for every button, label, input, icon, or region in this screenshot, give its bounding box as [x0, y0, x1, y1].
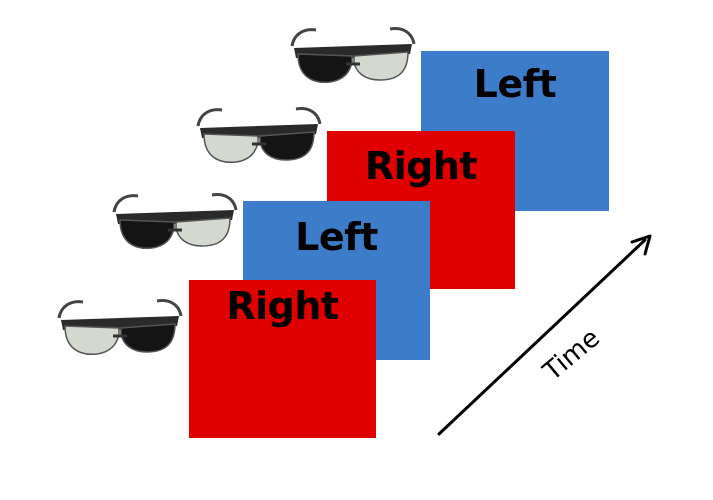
frame-label: Left [473, 62, 557, 106]
shutter-glasses-icon [57, 299, 183, 356]
shutter-glasses-icon [112, 193, 238, 250]
frame-label: Right [364, 144, 478, 188]
shutter-glasses-icon [196, 107, 322, 164]
shutter-glasses-icon [290, 27, 416, 84]
frame-label: Left [295, 215, 378, 259]
frame-right-front: Right [189, 280, 376, 438]
frame-label: Right [226, 284, 339, 328]
